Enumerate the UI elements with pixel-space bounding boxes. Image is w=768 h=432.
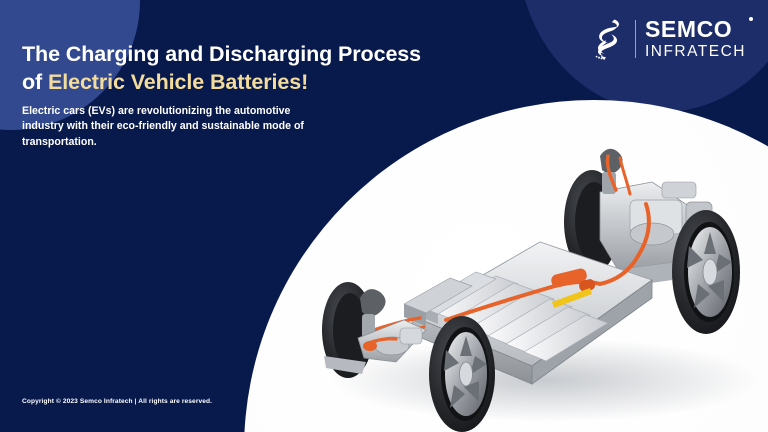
- semco-infratech-logo: SEMCO INFRATECH: [590, 17, 753, 61]
- front-suspension-assembly: [324, 289, 427, 374]
- subtitle-text: Electric cars (EVs) are revolutionizing …: [22, 105, 304, 148]
- title-line-1: The Charging and Discharging Process: [22, 42, 422, 66]
- logo-divider: [634, 20, 636, 58]
- page-title: The Charging and Discharging Process of …: [22, 40, 452, 96]
- copyright-text: Copyright © 2023 Semco Infratech | All r…: [22, 398, 213, 405]
- logo-wordmark: SEMCO INFRATECH: [644, 17, 753, 61]
- title-line-2-prefix: of: [22, 70, 48, 94]
- logo-sub-brand-name: INFRATECH: [644, 43, 746, 61]
- logo-brand-name: SEMCO: [645, 17, 753, 41]
- title-line-2-accent: Electric Vehicle Batteries!: [47, 70, 309, 94]
- ev-chassis-battery-pack-illustration: [300, 130, 768, 432]
- semco-flame-s-icon: [590, 17, 626, 61]
- wheel-rear-near: [672, 210, 740, 334]
- logo-trademark-dot: [749, 17, 753, 22]
- wheel-front-near: [429, 316, 495, 432]
- wheel-front-far: [322, 282, 374, 378]
